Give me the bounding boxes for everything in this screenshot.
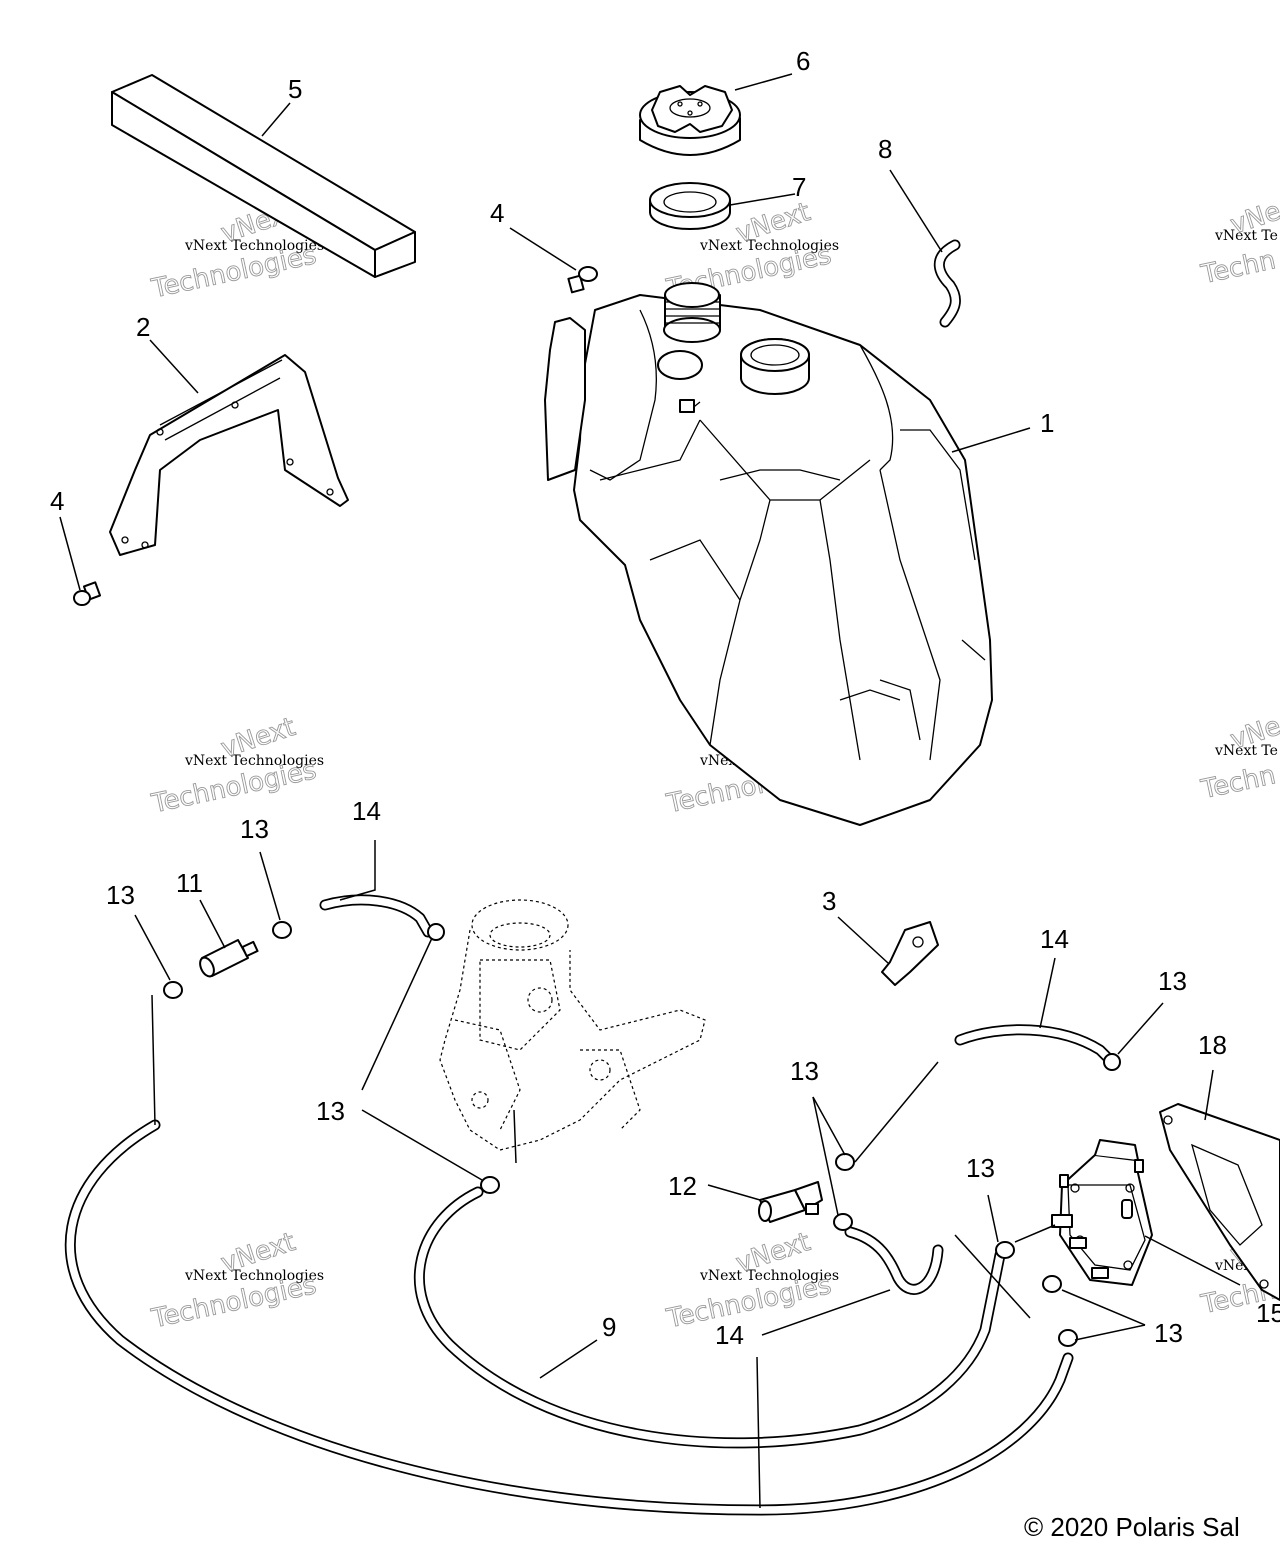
callout-5: 5 (288, 74, 302, 104)
callout-1: 1 (1040, 408, 1054, 438)
watermark-outline: Techn (1198, 760, 1278, 805)
callout-14: 14 (352, 796, 381, 826)
carburetor-reference (439, 899, 706, 1151)
copyright-notice: © 2020 Polaris Sal (1024, 1512, 1240, 1542)
callout-4: 4 (490, 198, 504, 228)
callout-14: 14 (1040, 924, 1069, 954)
part-7-gasket (649, 182, 731, 230)
part-1-fuel-tank (544, 282, 993, 826)
callout-13: 13 (1158, 966, 1187, 996)
callout-13: 13 (1154, 1318, 1183, 1348)
part-11-fuel-filter (199, 939, 259, 978)
watermark-text: vNext Technologies (184, 1268, 324, 1284)
watermark-text: vNext Technologies (184, 753, 324, 769)
watermark-outline: Techn (1198, 245, 1278, 290)
callout-14: 14 (715, 1320, 744, 1350)
part-6-fuel-cap (639, 85, 741, 156)
watermark-text: vNext Te (1214, 743, 1278, 759)
watermark-text: vNext Technologies (699, 238, 839, 254)
callout-6: 6 (796, 46, 810, 76)
callout-13: 13 (106, 880, 135, 910)
callout-8: 8 (878, 134, 892, 164)
callout-2: 2 (136, 312, 150, 342)
part-4-screw (73, 581, 102, 606)
callout-3: 3 (822, 886, 836, 916)
part-14-hose (319, 894, 1114, 1295)
leader-lines (59, 73, 1241, 1509)
callout-13: 13 (240, 814, 269, 844)
part-9-fuel-hose (64, 1119, 1074, 1516)
part-12-fitting (758, 1181, 823, 1223)
callout-18: 18 (1198, 1030, 1227, 1060)
callout-12: 12 (668, 1171, 697, 1201)
watermark-text: vNext Technologies (184, 238, 324, 254)
callout-15: 15 (1256, 1298, 1280, 1328)
callout-4: 4 (50, 486, 64, 516)
part-2-bracket (109, 354, 349, 556)
watermark-text: vNext Te (1214, 228, 1278, 244)
part-4-screw (567, 266, 598, 294)
part-5-foam-block (111, 74, 416, 278)
part-18-gasket-plate (1159, 1103, 1280, 1301)
callout-11: 11 (176, 868, 203, 898)
callout-13: 13 (790, 1056, 819, 1086)
part-15-fuel-pump (1051, 1139, 1153, 1286)
part-13-clamp (163, 921, 1121, 1347)
watermark-text: vNext Technologies (699, 1268, 839, 1284)
callout-labels: 1 2 3 4 4 5 6 7 8 9 11 12 13 13 13 13 13… (50, 46, 1280, 1350)
part-3-clip (881, 921, 939, 986)
callout-7: 7 (792, 172, 806, 202)
part-8-vent-hose (933, 239, 961, 328)
callout-9: 9 (602, 1312, 616, 1342)
callout-13: 13 (966, 1153, 995, 1183)
callout-13: 13 (316, 1096, 345, 1126)
